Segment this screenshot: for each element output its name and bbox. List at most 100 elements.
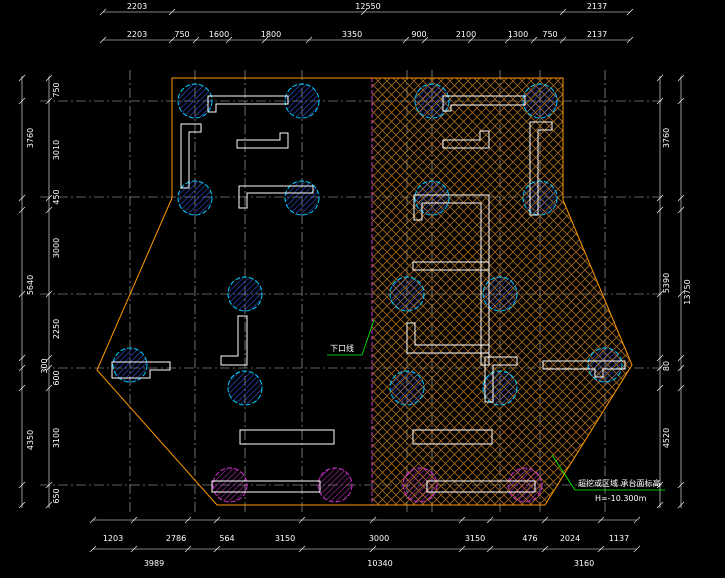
dim-tick	[486, 545, 494, 553]
top-dims-detail: 2203 750 1600 1800 3350 900 2100 1300 75…	[127, 30, 607, 39]
cap	[239, 429, 335, 445]
dim-text: 1137	[609, 534, 629, 543]
dimension-ticks	[18, 8, 685, 553]
pile-special	[317, 467, 353, 503]
cap-group	[111, 95, 626, 493]
special-pile-group	[212, 467, 543, 503]
dim-tick	[656, 354, 664, 362]
cap	[484, 356, 518, 403]
dim-tick	[626, 8, 634, 16]
dim-tick	[18, 384, 26, 392]
cap	[207, 95, 289, 113]
dim-tick	[261, 36, 269, 44]
dim-tick	[168, 36, 176, 44]
cap	[413, 194, 490, 366]
dim-tick	[633, 545, 641, 553]
dim-tick	[656, 384, 664, 392]
top-dims-overall: 2203 12550 2137	[127, 2, 607, 11]
pile	[112, 347, 148, 383]
dim-tick	[45, 384, 53, 392]
dim-tick	[18, 194, 26, 202]
pile	[284, 180, 320, 216]
foundation-outline	[96, 77, 633, 506]
cap	[238, 185, 314, 209]
cap	[542, 360, 626, 378]
dim-tick	[677, 501, 685, 509]
dim-text: 2250	[52, 319, 61, 339]
annotation-text: 下口线	[330, 343, 354, 353]
dim-tick	[656, 481, 664, 489]
left-dims-inner: 750 3010 450 3000 2250 300 600 3100 650	[40, 82, 61, 503]
dim-text: 2024	[560, 534, 580, 543]
dim-tick	[18, 364, 26, 372]
dim-tick	[192, 36, 200, 44]
dim-tick	[18, 481, 26, 489]
dim-tick	[18, 97, 26, 105]
dim-tick	[656, 290, 664, 298]
dim-tick	[89, 545, 97, 553]
dim-tick	[486, 516, 494, 524]
dim-text: 2137	[587, 30, 607, 39]
dim-text: 3000	[52, 238, 61, 258]
pile	[587, 347, 623, 383]
dim-tick	[298, 545, 306, 553]
dim-tick	[45, 290, 53, 298]
dim-text: 1600	[209, 30, 229, 39]
dim-tick	[597, 516, 605, 524]
dim-tick	[18, 501, 26, 509]
dim-text: 4350	[26, 430, 35, 450]
dim-text: 10340	[367, 559, 392, 568]
dim-tick	[168, 8, 176, 16]
dim-tick	[89, 516, 97, 524]
cap	[220, 315, 248, 366]
dim-tick	[45, 501, 53, 509]
dim-tick	[184, 545, 192, 553]
pile	[522, 180, 558, 216]
dim-tick	[458, 516, 466, 524]
left-dims-outer: 3760 5640 4350	[26, 128, 35, 450]
cap	[529, 121, 553, 216]
pile	[482, 370, 518, 406]
cap	[406, 322, 490, 354]
dim-tick	[298, 516, 306, 524]
dim-text: 2100	[456, 30, 476, 39]
cap	[412, 429, 493, 445]
cap	[180, 123, 202, 189]
dim-tick	[677, 74, 685, 82]
dim-text: 750	[542, 30, 557, 39]
dim-text: 900	[411, 30, 426, 39]
cap	[442, 130, 490, 149]
dim-tick	[633, 516, 641, 524]
cap	[236, 132, 289, 149]
pile	[414, 180, 450, 216]
dim-tick	[677, 384, 685, 392]
dim-text: 300	[40, 358, 49, 373]
cap	[211, 480, 321, 493]
dim-tick	[45, 364, 53, 372]
dim-text: 3989	[144, 559, 164, 568]
pile	[227, 276, 263, 312]
dim-tick	[99, 36, 107, 44]
right-dims-outer: 13750	[683, 279, 692, 304]
dim-text: 3760	[26, 128, 35, 148]
dim-text: 3350	[342, 30, 362, 39]
dim-tick	[530, 36, 538, 44]
dim-tick	[45, 194, 53, 202]
dim-text: 3150	[275, 534, 295, 543]
dimension-lines	[21, 11, 682, 550]
dim-tick	[360, 8, 368, 16]
dim-tick	[656, 194, 664, 202]
dim-text: 3760	[662, 128, 671, 148]
dim-text: 2203	[127, 2, 147, 11]
dim-tick	[45, 481, 53, 489]
dim-text: 750	[174, 30, 189, 39]
cap	[426, 480, 536, 493]
dim-tick	[45, 206, 53, 214]
pile	[522, 83, 558, 119]
dim-text: 1800	[261, 30, 281, 39]
dim-tick	[559, 36, 567, 44]
dim-text: 2203	[127, 30, 147, 39]
dim-tick	[18, 354, 26, 362]
pile	[389, 370, 425, 406]
